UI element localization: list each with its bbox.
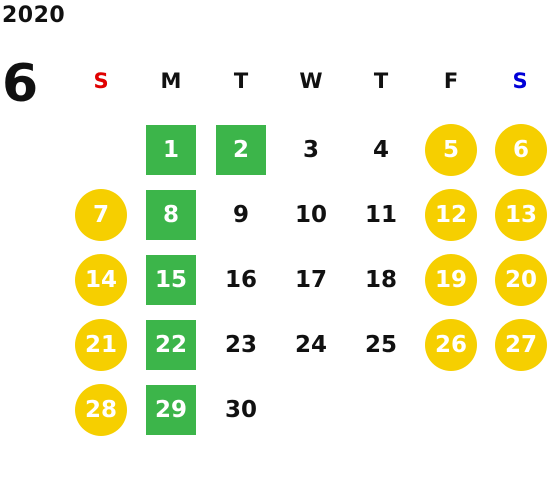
day-cell[interactable]: 14 [75,254,127,306]
weekday-sunday: S [93,69,109,93]
weekday-wednesday: W [299,69,323,93]
day-cell[interactable]: 2 [216,125,266,175]
day-cell[interactable]: 17 [294,267,327,293]
day-cell[interactable]: 10 [294,202,327,228]
day-cell[interactable]: 3 [302,137,319,163]
day-cell[interactable]: 8 [146,190,196,240]
weekday-tuesday: T [233,69,249,93]
day-cell[interactable]: 18 [364,267,397,293]
day-cell[interactable]: 26 [425,319,477,371]
day-cell[interactable]: 23 [224,332,257,358]
day-cell[interactable]: 5 [425,124,477,176]
day-cell[interactable]: 28 [75,384,127,436]
day-cell[interactable]: 7 [75,189,127,241]
year-label: 2020 [2,3,66,28]
day-cell[interactable]: 11 [364,202,397,228]
day-cell[interactable]: 25 [364,332,397,358]
day-cell[interactable]: 13 [495,189,547,241]
day-cell[interactable]: 24 [294,332,327,358]
day-cell[interactable]: 30 [224,397,257,423]
weekday-monday: M [160,69,182,93]
day-cell[interactable]: 6 [495,124,547,176]
day-cell[interactable]: 15 [146,255,196,305]
day-cell[interactable]: 22 [146,320,196,370]
month-label: 6 [2,54,39,114]
weekday-saturday: S [512,69,528,93]
day-cell[interactable]: 4 [372,137,389,163]
weekday-thursday: T [373,69,389,93]
day-cell[interactable]: 9 [232,202,249,228]
day-cell[interactable]: 19 [425,254,477,306]
day-cell[interactable]: 16 [224,267,257,293]
day-cell[interactable]: 29 [146,385,196,435]
weekday-friday: F [443,69,459,93]
day-cell[interactable]: 1 [146,125,196,175]
day-cell[interactable]: 20 [495,254,547,306]
day-cell[interactable]: 21 [75,319,127,371]
day-cell[interactable]: 12 [425,189,477,241]
day-cell[interactable]: 27 [495,319,547,371]
